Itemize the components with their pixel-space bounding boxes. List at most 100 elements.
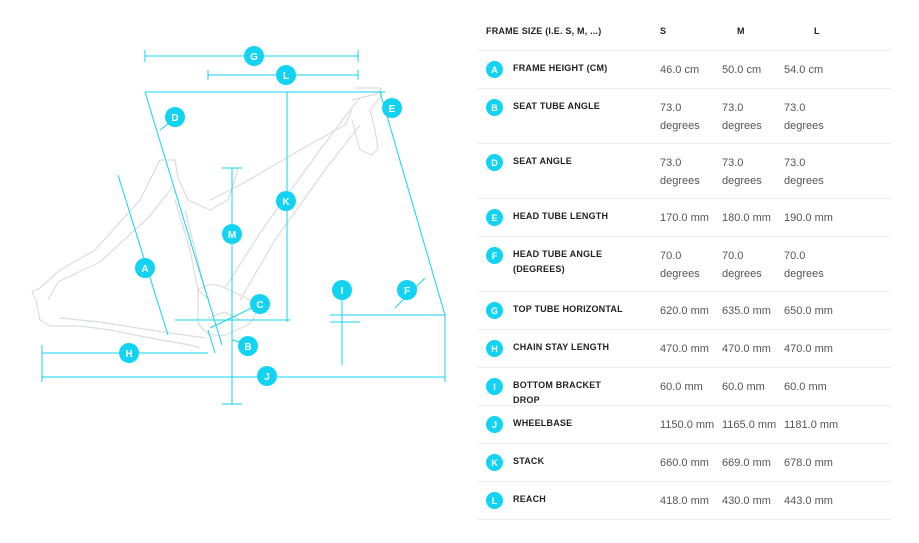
size-value-cell: 54.0 cm [784,64,824,76]
svg-text:C: C [256,300,263,311]
row-label-cell: I BOTTOM BRACKET DROP [478,378,660,405]
marker-d: D [165,107,185,127]
size-value-cell: 620.0 mm [660,305,709,317]
size-value-cell: 635.0 mm [722,305,771,317]
svg-text:D: D [171,113,178,124]
svg-text:E: E [389,104,396,115]
dimension-label: SEAT TUBE ANGLE [513,101,601,111]
row-label-cell: K STACK [478,454,660,481]
row-label-cell: J WHEELBASE [478,416,660,443]
table-row: K STACK 660.0 mm 669.0 mm 678.0 mm [478,444,891,482]
size-value-cell: 1150.0 mm [660,419,715,431]
row-label-cell: F HEAD TUBE ANGLE (DEGREES) [478,247,660,291]
dimension-key-badge: G [486,302,503,319]
dimension-label: WHEELBASE [513,418,573,428]
size-value-cell: 669.0 mm [722,457,771,469]
bike-frame-outline [31,87,383,349]
marker-j: J [257,366,277,386]
size-value-cell: 60.0 mm [722,381,765,393]
dimension-key-badge: D [486,154,503,171]
size-value-cell: 73.0 degrees [660,102,700,132]
svg-text:K: K [282,197,290,208]
size-value-cell: 50.0 cm [722,64,762,76]
svg-text:H: H [125,349,132,360]
marker-l: L [276,65,296,85]
size-value-cell: 470.0 mm [660,343,709,355]
dimension-key-badge: I [486,378,503,395]
marker-c: C [250,294,270,314]
dimension-key-badge: J [486,416,503,433]
dimension-key-badge: B [486,99,503,116]
row-label-cell: B SEAT TUBE ANGLE [478,99,660,143]
row-label-cell: H CHAIN STAY LENGTH [478,340,660,367]
dimension-label: HEAD TUBE LENGTH [513,211,609,221]
svg-text:A: A [141,264,148,275]
dimension-label: STACK [513,456,545,466]
table-row: B SEAT TUBE ANGLE 73.0 degrees 73.0 degrees… [478,89,891,144]
size-value-cell: 418.0 mm [660,495,709,507]
dimension-label: BOTTOM BRACKET DROP [513,380,602,405]
size-value-cell: 60.0 mm [784,381,827,393]
size-value-cell: 170.0 mm [660,212,709,224]
dimension-key-badge: K [486,454,503,471]
svg-text:M: M [228,230,236,241]
size-value-cell: 70.0 degrees [660,250,700,280]
header-size-m: M [737,26,745,36]
svg-text:J: J [264,372,270,383]
size-value-cell: 470.0 mm [784,343,833,355]
marker-f: F [397,280,417,300]
svg-text:B: B [244,342,251,353]
svg-text:G: G [250,52,258,63]
size-value-cell: 660.0 mm [660,457,709,469]
size-value-cell: 180.0 mm [722,212,771,224]
dimension-key-badge: E [486,209,503,226]
dimension-key-badge: H [486,340,503,357]
table-header-row: FRAME SIZE (I.E. S, M, ...) S M L [478,12,891,51]
marker-g: G [244,46,264,66]
size-value-cell: 70.0 degrees [784,250,824,280]
size-value-cell: 1181.0 mm [784,419,839,431]
size-value-cell: 73.0 degrees [722,157,762,187]
size-value-cell: 73.0 degrees [784,157,824,187]
size-value-cell: 430.0 mm [722,495,771,507]
dimension-label: HEAD TUBE ANGLE (DEGREES) [513,249,603,274]
marker-k: K [276,191,296,211]
table-row: J WHEELBASE 1150.0 mm 1165.0 mm 1181.0 mm [478,406,891,444]
dimension-key-badge: A [486,61,503,78]
marker-b: B [238,336,258,356]
frame-geometry-diagram: G L D E K M A I F C B H J [31,46,446,405]
dimension-key-badge: F [486,247,503,264]
size-value-cell: 678.0 mm [784,457,833,469]
row-label-cell: G TOP TUBE HORIZONTAL [478,302,660,329]
marker-i: I [332,280,352,300]
marker-m: M [222,224,242,244]
svg-text:I: I [341,286,344,297]
svg-text:L: L [283,71,289,82]
size-value-cell: 60.0 mm [660,381,703,393]
dimension-label: REACH [513,494,547,504]
table-row: E HEAD TUBE LENGTH 170.0 mm 180.0 mm 190.0 m… [478,199,891,237]
diagram-markers: G L D E K M A I F C B H J [119,46,417,386]
header-frame-size: FRAME SIZE (I.E. S, M, ...) [486,26,602,36]
table-row: I BOTTOM BRACKET DROP 60.0 mm 60.0 mm 60.0 m… [478,368,891,406]
size-value-cell: 46.0 cm [660,64,700,76]
dimension-label: CHAIN STAY LENGTH [513,342,610,352]
dimension-label: SEAT ANGLE [513,156,573,166]
size-value-cell: 73.0 degrees [722,102,762,132]
header-size-s: S [660,26,667,36]
marker-e: E [382,98,402,118]
size-value-cell: 73.0 degrees [784,102,824,132]
dimension-label: TOP TUBE HORIZONTAL [513,304,623,314]
marker-h: H [119,343,139,363]
size-value-cell: 443.0 mm [784,495,833,507]
size-value-cell: 1165.0 mm [722,419,777,431]
size-value-cell: 190.0 mm [784,212,833,224]
